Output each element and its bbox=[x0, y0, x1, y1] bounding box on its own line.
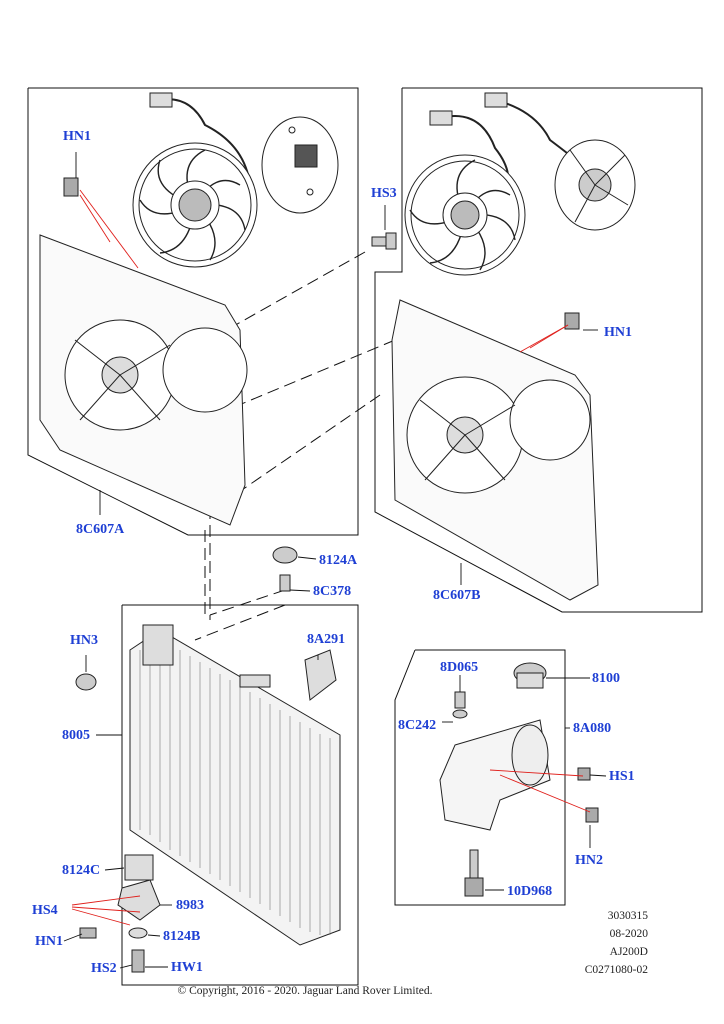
illustration-id: C0271080-02 bbox=[584, 964, 648, 976]
label-8005: 8005 bbox=[62, 728, 90, 743]
label-8124a: 8124A bbox=[319, 553, 358, 568]
label-8c242: 8C242 bbox=[398, 718, 437, 733]
label-8c607a: 8C607A bbox=[76, 522, 125, 537]
label-10d968: 10D968 bbox=[507, 884, 553, 899]
model-code: AJ200D bbox=[609, 946, 648, 958]
frame-8c607b-outline bbox=[374, 87, 703, 613]
frame-8a080-outline bbox=[394, 649, 566, 906]
label-hs2: HS2 bbox=[91, 961, 117, 976]
label-hn3: HN3 bbox=[70, 633, 98, 648]
copyright-notice: © Copyright, 2016 - 2020. Jaguar Land Ro… bbox=[177, 985, 433, 997]
label-8d065: 8D065 bbox=[440, 660, 479, 675]
label-8983: 8983 bbox=[176, 898, 204, 913]
label-hs1: HS1 bbox=[609, 769, 635, 784]
label-8c378: 8C378 bbox=[313, 584, 352, 599]
label-8c607b: 8C607B bbox=[433, 588, 481, 603]
label-hs3: HS3 bbox=[371, 186, 397, 201]
label-hn2: HN2 bbox=[575, 853, 603, 868]
black-leader-lines bbox=[63, 152, 607, 969]
label-8a291: 8A291 bbox=[307, 632, 346, 647]
label-hs4: HS4 bbox=[32, 903, 58, 918]
label-8a080: 8A080 bbox=[573, 721, 612, 736]
label-hn1-right: HN1 bbox=[604, 325, 632, 340]
fan-assembly-b bbox=[391, 92, 636, 601]
surge-tank-8a080 bbox=[439, 662, 599, 897]
drawing-date: 08-2020 bbox=[609, 928, 648, 940]
frame-8c607a-outline bbox=[27, 87, 359, 536]
drawing-number: 3030315 bbox=[607, 910, 648, 922]
label-8124c: 8124C bbox=[62, 863, 101, 878]
bracket-8983 bbox=[79, 854, 161, 973]
mount-8124a bbox=[272, 546, 298, 592]
label-8124b: 8124B bbox=[163, 929, 201, 944]
label-hn1-bottom: HN1 bbox=[35, 934, 63, 949]
label-hw1: HW1 bbox=[171, 960, 203, 975]
label-8100: 8100 bbox=[592, 671, 620, 686]
fan-assembly-a bbox=[39, 92, 339, 526]
frame-8005-outline bbox=[121, 604, 359, 986]
bolt-hs3 bbox=[371, 232, 397, 250]
radiator-8005 bbox=[75, 624, 341, 946]
label-hn1-left: HN1 bbox=[63, 129, 91, 144]
red-leader-lines bbox=[71, 189, 591, 926]
